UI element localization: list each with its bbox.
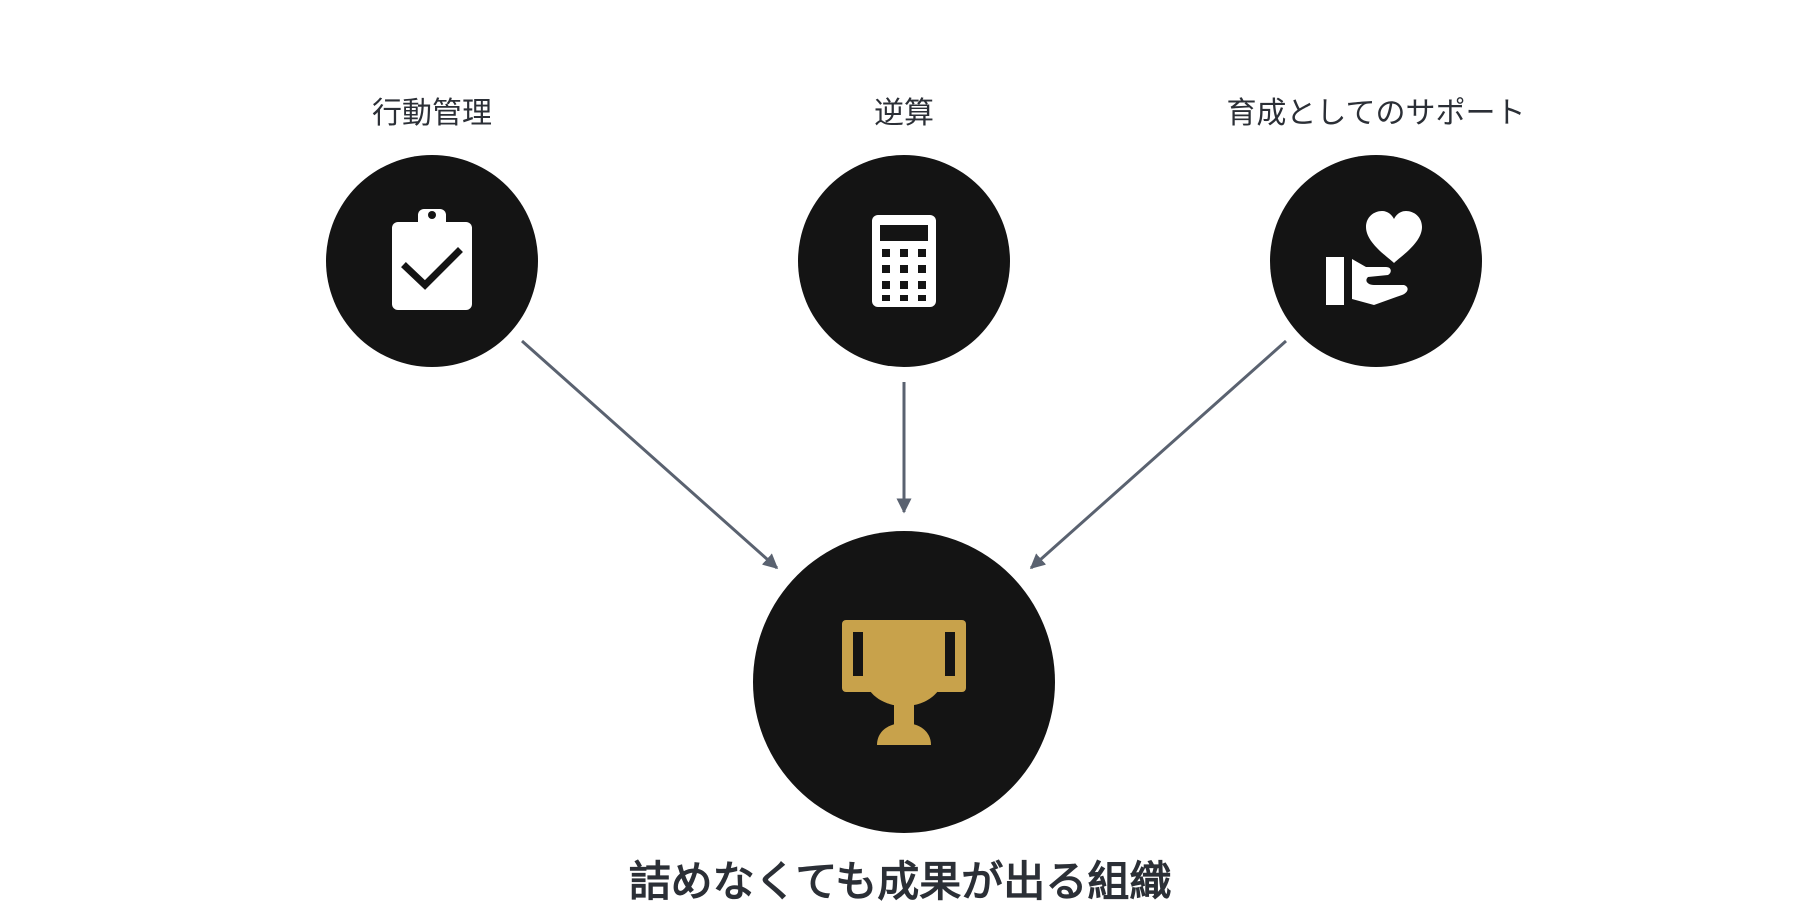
arrow-right-to-outcome [1029, 339, 1287, 570]
node-behavior-management [326, 155, 538, 367]
trophy-icon [842, 620, 966, 745]
hand-heart-icon [1326, 211, 1422, 305]
arrow-left-to-outcome [521, 339, 779, 570]
node-backcasting [798, 155, 1010, 367]
node-outcome [753, 531, 1055, 833]
outcome-label: 詰めなくても成果が出る組織 [628, 857, 1172, 906]
clipboard-check-icon [392, 209, 472, 310]
node-label-growth-support: 育成としてのサポート [1226, 96, 1526, 131]
calculator-icon [872, 215, 936, 307]
node-label-behavior-management: 行動管理 [372, 96, 492, 131]
node-label-backcasting: 逆算 [874, 96, 934, 131]
node-growth-support [1270, 155, 1482, 367]
